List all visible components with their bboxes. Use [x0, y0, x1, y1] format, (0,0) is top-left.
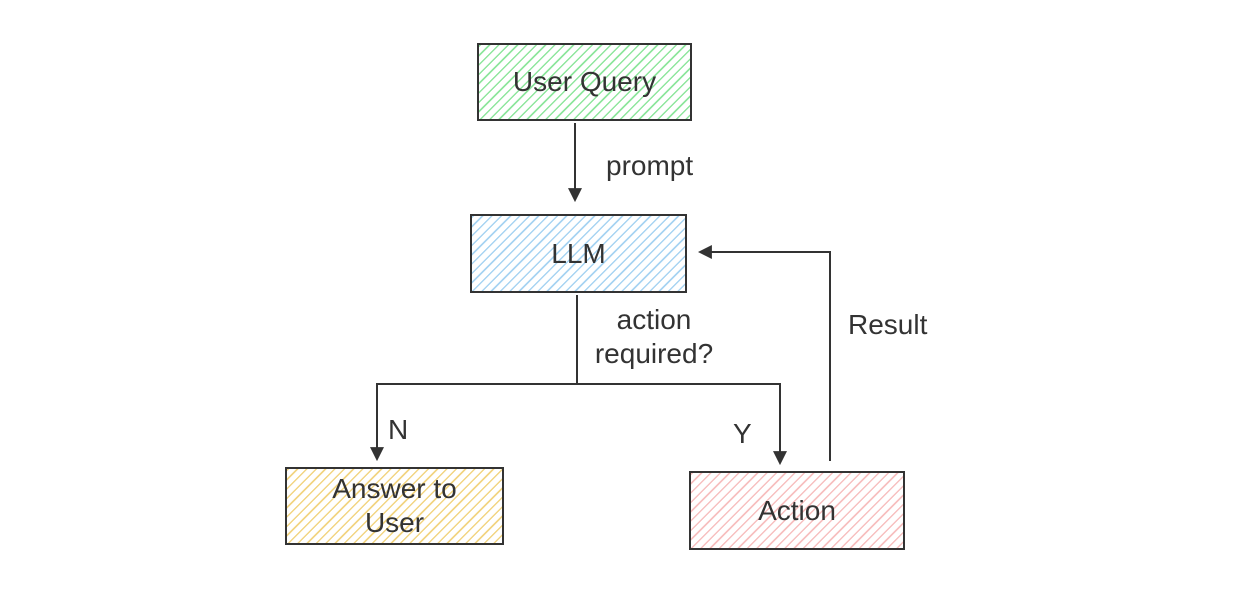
- node-user-query: User Query: [477, 43, 692, 121]
- node-action-label: Action: [758, 494, 836, 526]
- node-action: Action: [689, 471, 905, 550]
- node-answer-to-user: Answer to User: [285, 467, 504, 545]
- node-llm: LLM: [470, 214, 687, 293]
- edge-label-prompt: prompt: [606, 150, 694, 181]
- node-user-query-label: User Query: [512, 66, 657, 98]
- edge-label-action-required: action required?: [594, 304, 714, 369]
- node-llm-label: LLM: [551, 237, 606, 269]
- edge-label-y: Y: [733, 418, 752, 449]
- edge-result-arrow: [697, 245, 831, 461]
- edge-label-result: Result: [848, 309, 928, 340]
- node-answer-to-user-label: Answer to User: [332, 473, 457, 538]
- edge-label-n: N: [388, 414, 409, 445]
